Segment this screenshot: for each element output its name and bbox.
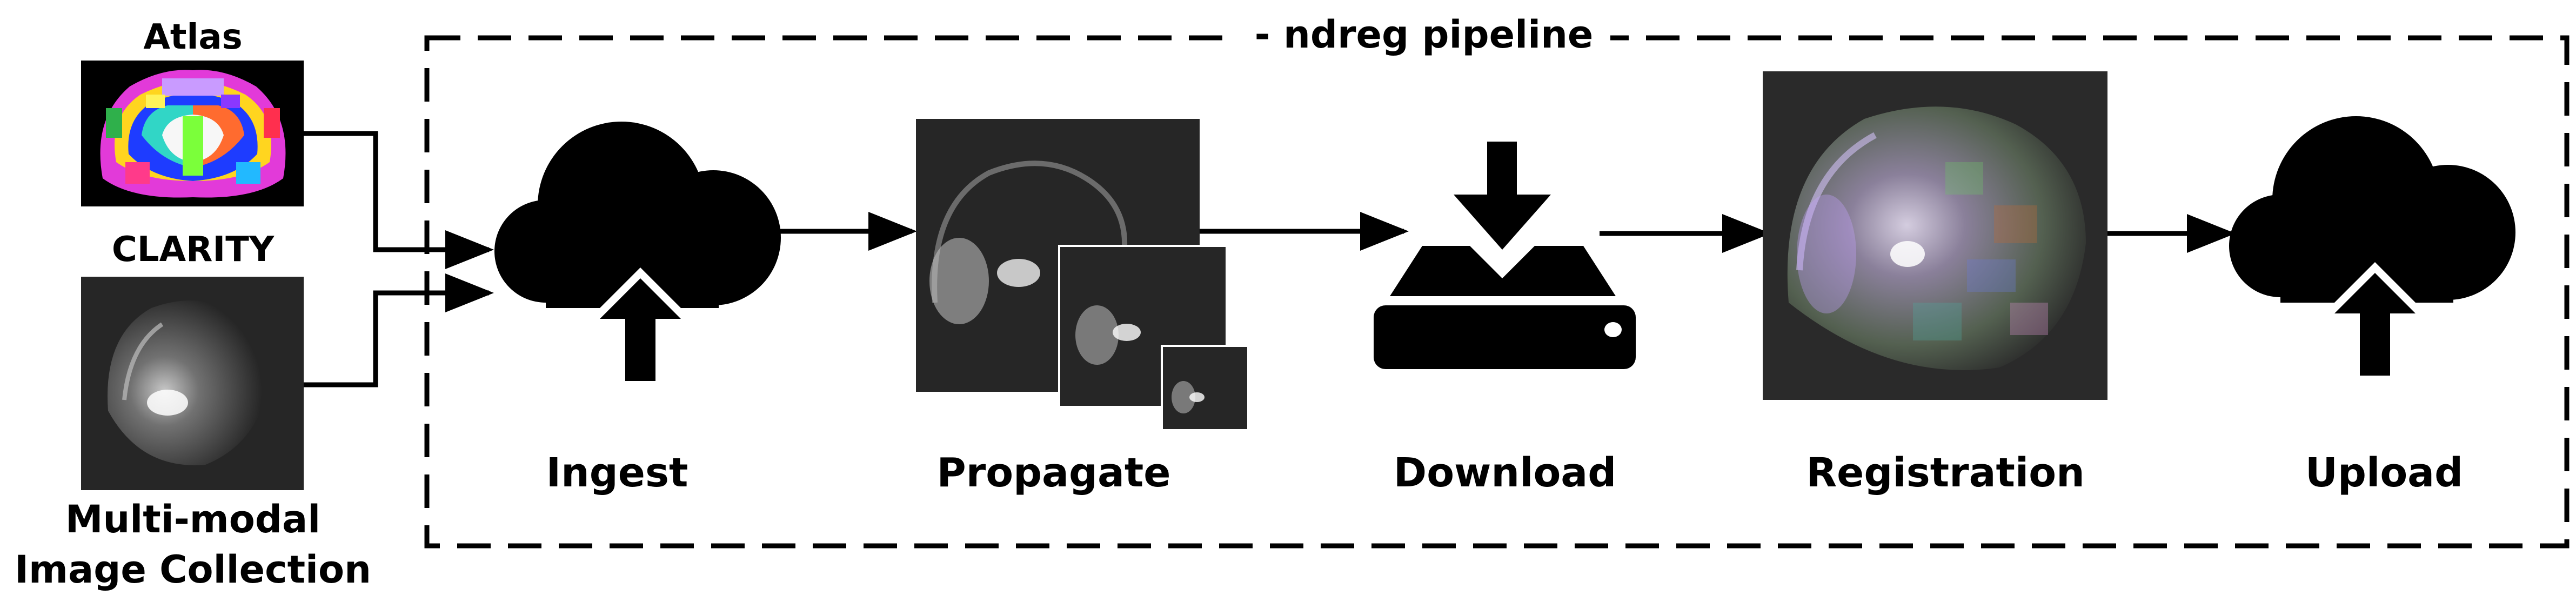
atlas-to-ingest-arrow [304,131,494,269]
collection-label-line2: Image Collection [15,547,371,592]
propagate-image-pyramid [916,119,1249,431]
ingest-cloud-upload-icon [494,122,781,381]
clarity-image [81,277,304,490]
atlas-image [81,61,304,206]
registration-overlay-image [1763,71,2107,400]
download-drive-icon [1374,142,1636,369]
atlas-label: Atlas [143,17,242,57]
step-label-ingest: Ingest [546,450,688,496]
step-label-download: Download [1394,450,1616,496]
step-label-registration: Registration [1806,450,2085,496]
clarity-label: CLARITY [112,230,275,270]
step-label-upload: Upload [2305,450,2463,496]
pipeline-title-backdrop [1237,11,1610,62]
collection-label-line1: Multi-modal [65,497,320,542]
clarity-to-ingest-arrow [304,273,494,387]
upload-cloud-upload-icon [2229,116,2515,376]
pipeline-title: - ndreg pipeline [1255,12,1594,57]
step-label-propagate: Propagate [937,450,1171,496]
